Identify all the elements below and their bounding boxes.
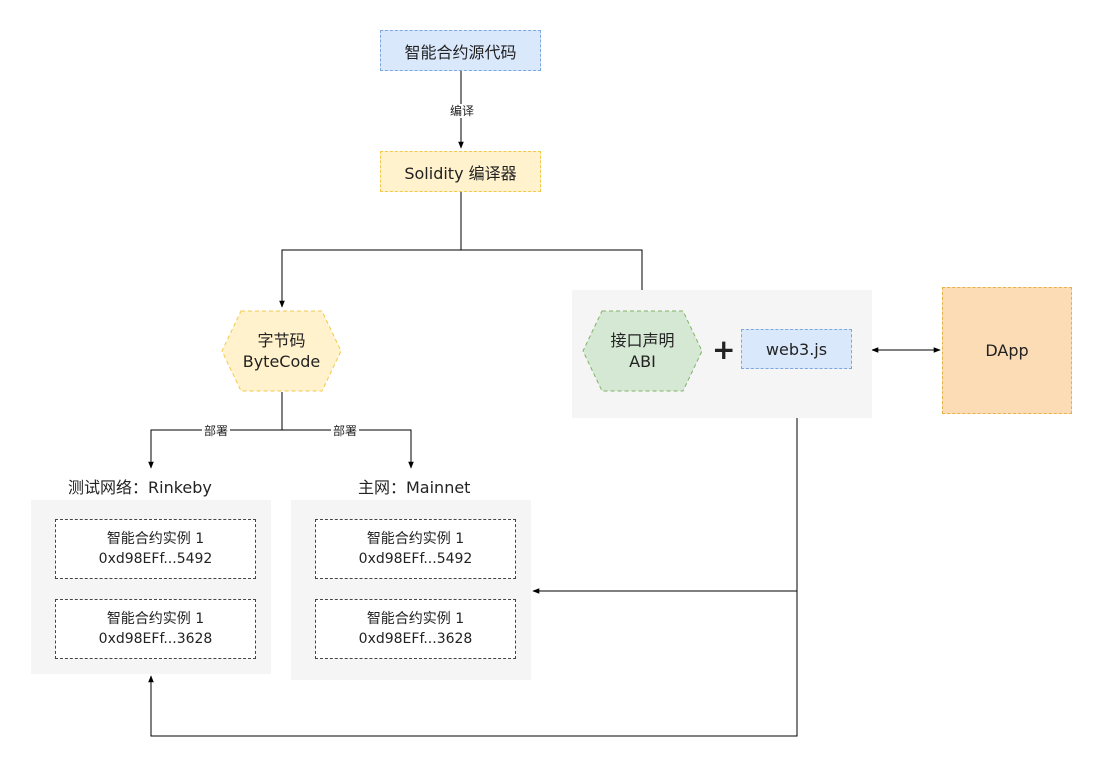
bytecode-text: 字节码 ByteCode: [221, 310, 342, 392]
source-code-label: 智能合约源代码: [404, 42, 517, 62]
mainnet-instance-1: 智能合约实例 1 0xd98EFf...5492: [315, 519, 516, 579]
abi-text: 接口声明 ABI: [582, 310, 703, 392]
instance-address: 0xd98EFf...5492: [358, 551, 473, 567]
deploy-edge-label-rinkeby: 部署: [202, 424, 231, 438]
source-code-node: 智能合约源代码: [380, 30, 541, 71]
deploy-edge-label-mainnet: 部署: [331, 424, 360, 438]
instance-name: 智能合约实例 1: [366, 531, 465, 547]
edge-compiler-to-abi: [461, 249, 645, 308]
abi-hexagon-shape: [582, 310, 703, 392]
instance-name: 智能合约实例 1: [106, 611, 205, 627]
instance-address: 0xd98EFf...3628: [98, 631, 213, 647]
bytecode-label-line2: ByteCode: [242, 352, 321, 371]
dapp-node: DApp: [942, 287, 1072, 414]
compiler-node: Solidity 编译器: [380, 151, 541, 192]
abi-node: 接口声明 ABI: [582, 310, 703, 392]
edge-compiler-to-bytecode: [279, 192, 462, 308]
mainnet-network-title: 主网：Mainnet: [358, 478, 471, 497]
compile-edge-label: 编译: [448, 104, 477, 118]
web3-node: web3.js: [741, 329, 852, 369]
abi-label-line1: 接口声明: [610, 331, 675, 350]
edge-web3-rinkeby: [148, 591, 798, 737]
edge-deploy-mainnet: [282, 429, 414, 469]
compiler-label: Solidity 编译器: [404, 163, 517, 183]
web3-label: web3.js: [765, 339, 828, 359]
bytecode-node: 字节码 ByteCode: [221, 310, 342, 392]
instance-address: 0xd98EFf...5492: [98, 551, 213, 567]
abi-label-line2: ABI: [629, 352, 656, 371]
bytecode-hexagon-shape: [221, 310, 342, 392]
rinkeby-instance-2: 智能合约实例 1 0xd98EFf...3628: [55, 599, 256, 659]
dapp-label: DApp: [985, 341, 1029, 360]
plus-sign: +: [712, 333, 736, 366]
instance-name: 智能合约实例 1: [366, 611, 465, 627]
bytecode-label-line1: 字节码: [257, 331, 306, 350]
rinkeby-instance-1: 智能合约实例 1 0xd98EFf...5492: [55, 519, 256, 579]
instance-address: 0xd98EFf...3628: [358, 631, 473, 647]
rinkeby-network-title: 测试网络：Rinkeby: [68, 478, 212, 497]
mainnet-instance-2: 智能合约实例 1 0xd98EFf...3628: [315, 599, 516, 659]
instance-name: 智能合约实例 1: [106, 531, 205, 547]
